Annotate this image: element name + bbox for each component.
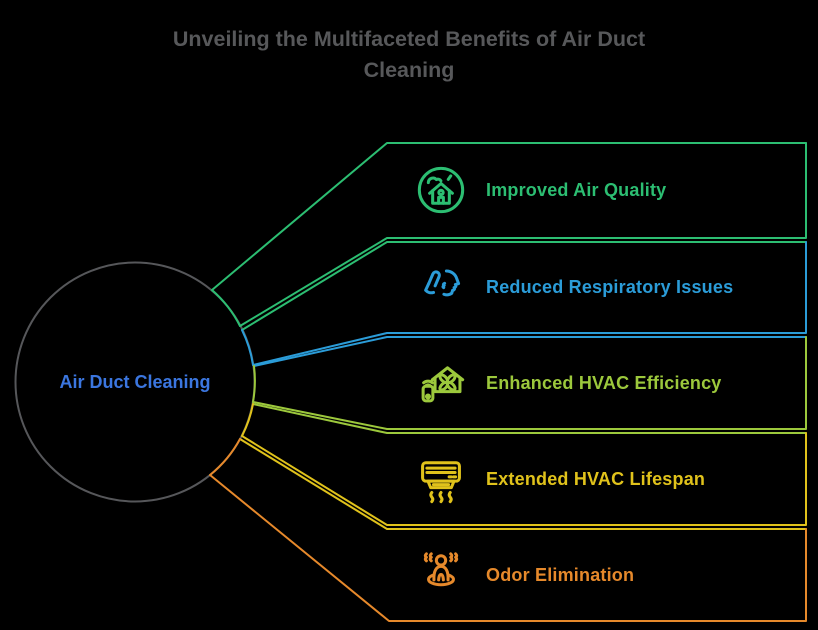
band-4-bottom-line: [241, 432, 807, 526]
band-2-top-line: [241, 241, 807, 331]
central-node-label: Air Duct Cleaning: [59, 372, 211, 392]
band-5-arc: [209, 438, 241, 476]
home-air-quality-icon: [415, 164, 467, 216]
benefit-row: Enhanced HVAC Efficiency: [415, 357, 722, 409]
benefit-row: Reduced Respiratory Issues: [415, 261, 733, 313]
title-line-2: Cleaning: [363, 58, 455, 82]
band-4-arc: [241, 403, 254, 437]
band-1-arc: [211, 289, 241, 327]
person-odor-icon: [415, 549, 467, 601]
band-1-bottom-line: [239, 142, 807, 327]
benefit-label: Odor Elimination: [486, 564, 635, 585]
band-4-top-line: [252, 403, 807, 434]
benefit-label: Improved Air Quality: [486, 179, 667, 200]
band-2-bottom-line: [252, 241, 807, 366]
band-3-top-line: [253, 336, 807, 367]
band-3-bottom-line: [252, 336, 807, 430]
benefit-row: Odor Elimination: [415, 549, 634, 601]
benefit-row: Extended HVAC Lifespan: [415, 453, 705, 505]
band-1-top-line: [211, 142, 807, 291]
diagram-title: Unveiling the Multifaceted Benefits of A…: [0, 24, 818, 86]
band-5-top-line: [239, 438, 807, 530]
benefit-label: Extended HVAC Lifespan: [486, 468, 706, 489]
benefit-label: Enhanced HVAC Efficiency: [486, 372, 722, 393]
band-2-arc: [241, 329, 254, 366]
benefit-label: Reduced Respiratory Issues: [486, 276, 734, 297]
inhaler-breathing-icon: [415, 261, 467, 313]
band-5-bottom-line: [209, 474, 807, 622]
air-conditioner-icon: [415, 453, 467, 505]
benefit-row: Improved Air Quality: [415, 164, 666, 216]
smart-hvac-home-icon: [415, 357, 467, 409]
title-line-1: Unveiling the Multifaceted Benefits of A…: [172, 27, 646, 51]
band-3-arc: [252, 365, 256, 403]
